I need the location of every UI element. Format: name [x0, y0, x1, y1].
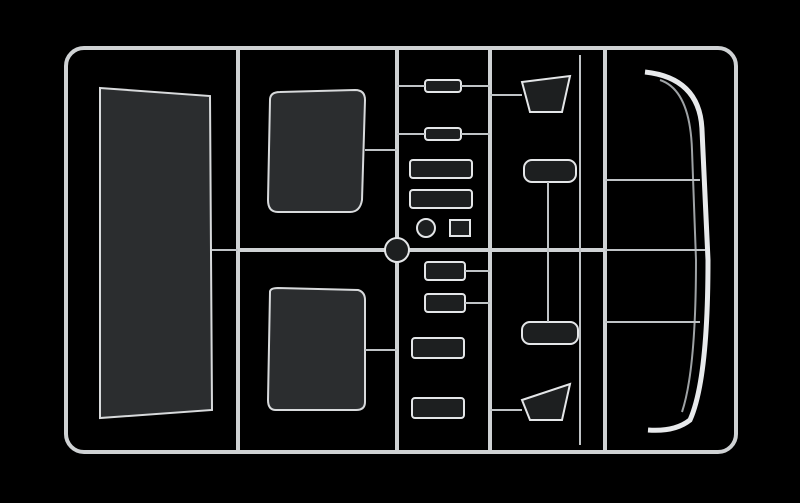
side-window-lower — [266, 286, 397, 411]
mirror-and-light-parts — [490, 74, 579, 421]
side-window-upper — [266, 88, 397, 213]
windshield-part — [99, 86, 238, 420]
small-lens-parts — [397, 79, 490, 419]
sun-visor-part — [605, 69, 711, 433]
sprue-frame — [64, 46, 738, 454]
sprue-hub — [384, 237, 410, 263]
